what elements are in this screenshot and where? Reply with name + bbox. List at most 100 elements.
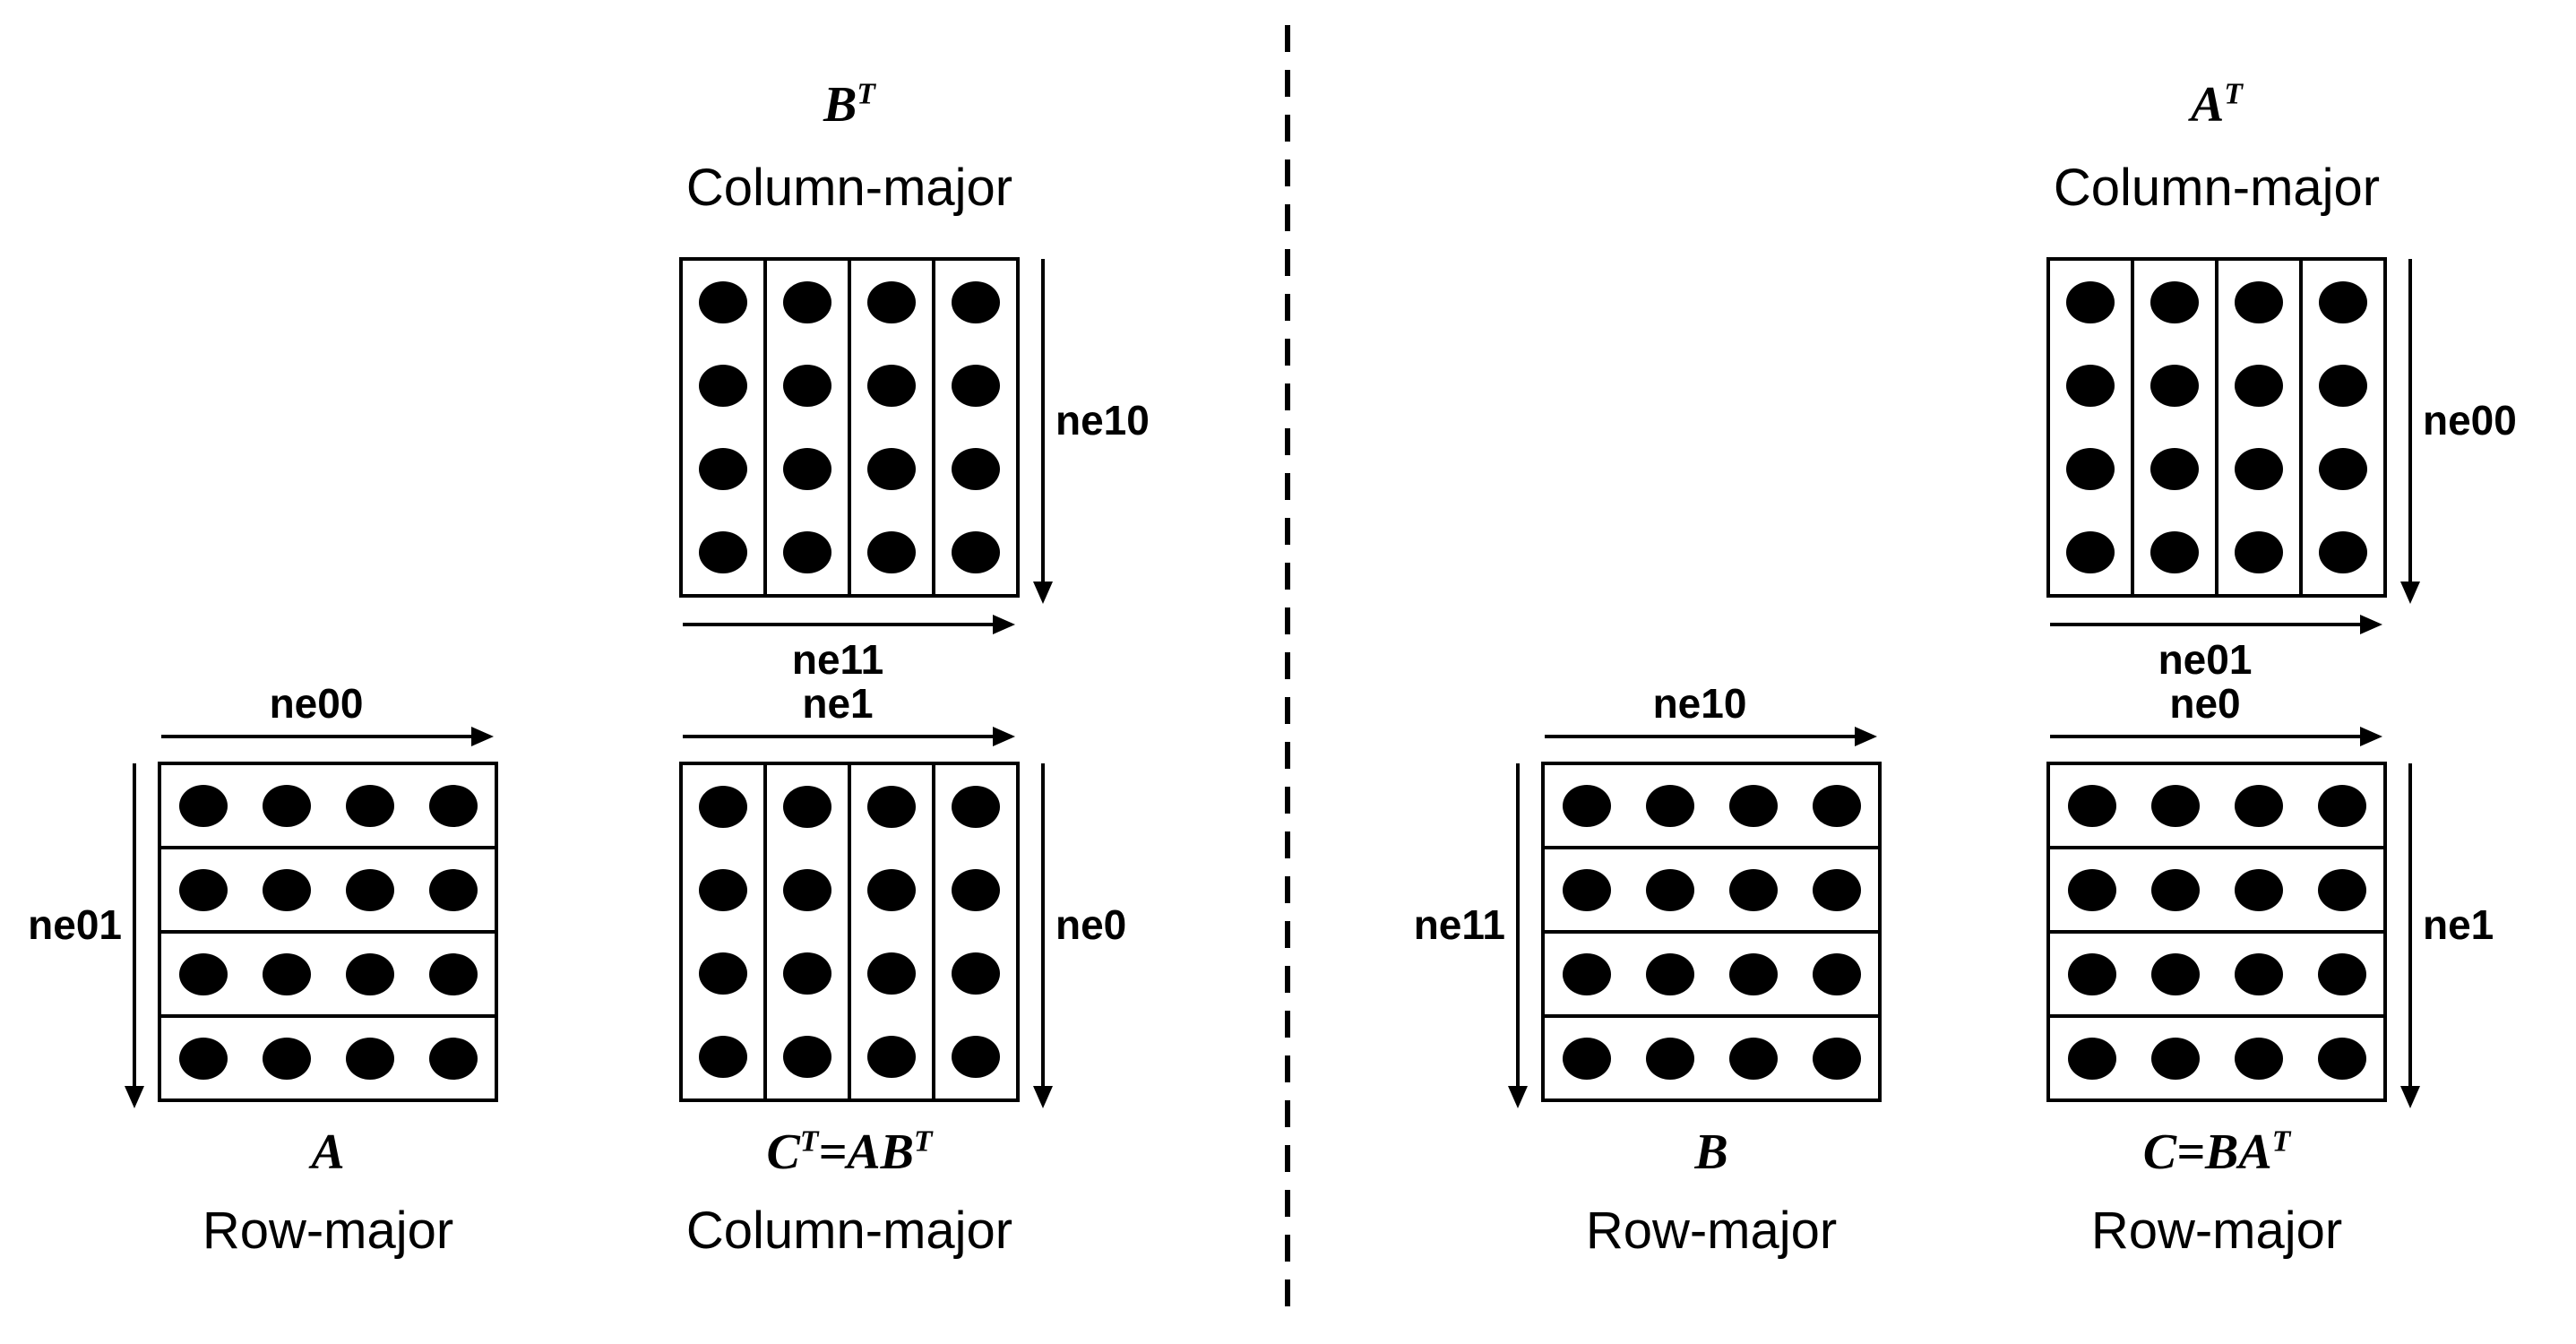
- matrix-element-dot: [867, 952, 916, 995]
- matrix-element-dot: [2066, 365, 2115, 407]
- matrix-element-dot: [2235, 448, 2283, 490]
- matrix-element-dot: [699, 281, 747, 323]
- matrix-element-dot: [952, 869, 1000, 911]
- matrix-element-dot: [428, 868, 478, 911]
- matrix-strip: [683, 261, 767, 594]
- matrix-element-dot: [428, 1037, 478, 1080]
- matrix-element-dot: [2150, 365, 2199, 407]
- matrix-element-dot: [2319, 448, 2367, 490]
- matrix-element-dot: [699, 869, 747, 911]
- matrix-name-sup: T: [913, 1124, 933, 1159]
- matrix-strip: [1545, 765, 1878, 849]
- matrix-name: A: [202, 1124, 453, 1181]
- matrix-element-dot: [1645, 952, 1694, 995]
- matrix-element-dot: [1562, 868, 1611, 911]
- matrix-element-dot: [2067, 1037, 2116, 1080]
- matrix-name: AT: [2054, 76, 2380, 134]
- matrix-element-dot: [428, 952, 478, 995]
- matrix-element-dot: [952, 281, 1000, 323]
- matrix-strip: [2303, 261, 2383, 594]
- matrix-layout-label: Row-major: [202, 1201, 454, 1260]
- matrix-title-b: B Row-major: [1586, 1124, 1837, 1259]
- matrix-title-c: C=BAT Row-major: [2090, 1124, 2343, 1260]
- matrix-element-dot: [2317, 1037, 2366, 1080]
- matrix-grid-c-transpose: [679, 762, 1020, 1102]
- matrix-element-dot: [428, 784, 478, 827]
- matrix-name-sup: T: [799, 1124, 819, 1159]
- matrix-strip: [935, 765, 1016, 1098]
- matrix-element-dot: [783, 365, 831, 407]
- matrix-strip: [767, 261, 851, 594]
- matrix-element-dot: [1562, 784, 1611, 827]
- matrix-name-sup: T: [2271, 1124, 2291, 1159]
- matrix-strip: [2050, 765, 2383, 849]
- dim-arrow-ne01: ne01: [28, 763, 136, 1086]
- dim-arrow-ne00: ne00: [161, 683, 471, 738]
- matrix-element-dot: [867, 448, 916, 490]
- matrix-element-dot: [2317, 784, 2366, 827]
- matrix-name-part: A: [311, 1124, 345, 1180]
- matrix-element-dot: [1562, 952, 1611, 995]
- matrix-element-dot: [783, 1036, 831, 1078]
- matrix-strip: [935, 261, 1016, 594]
- matrix-element-dot: [699, 952, 747, 995]
- dim-label-ne11: ne11: [1413, 901, 1505, 948]
- dim-label-ne0: ne0: [2169, 680, 2241, 727]
- matrix-unit-a-transpose: AT Column-major ne00 ne01: [2046, 77, 2517, 680]
- matrix-element-dot: [699, 448, 747, 490]
- matrix-strip: [2050, 261, 2134, 594]
- dim-label-ne00: ne00: [2423, 397, 2517, 444]
- matrix-element-dot: [2234, 784, 2283, 827]
- matrix-strip: [1545, 934, 1878, 1018]
- matrix-name: C=BAT: [2091, 1124, 2342, 1181]
- matrix-element-dot: [867, 365, 916, 407]
- matrix-element-dot: [2234, 868, 2283, 911]
- matrix-element-dot: [867, 531, 916, 573]
- matrix-title-a-transpose: AT Column-major: [2054, 76, 2380, 217]
- matrix-name-part: C: [766, 1124, 800, 1180]
- matrix-element-dot: [2150, 868, 2200, 911]
- matrix-element-dot: [783, 448, 831, 490]
- matrix-element-dot: [262, 868, 311, 911]
- matrix-element-dot: [1728, 1037, 1778, 1080]
- matrix-element-dot: [2150, 448, 2199, 490]
- matrix-strip: [1545, 849, 1878, 934]
- matrix-element-dot: [2150, 952, 2200, 995]
- matrix-element-dot: [699, 1036, 747, 1078]
- matrix-strip: [683, 765, 767, 1098]
- matrix-unit-b: ne10 ne11 B Row-major: [1414, 683, 1882, 1259]
- matrix-name: B: [1586, 1124, 1837, 1181]
- dim-label-ne01: ne01: [2158, 636, 2253, 683]
- matrix-element-dot: [867, 281, 916, 323]
- dim-label-ne01: ne01: [28, 901, 122, 948]
- matrix-layout-label: Row-major: [2090, 1201, 2343, 1260]
- matrix-grid-b: [1541, 762, 1882, 1102]
- matrix-strip: [161, 1018, 495, 1098]
- matrix-name-part: A: [2191, 76, 2225, 133]
- matrix-unit-a: ne00 ne01 A Row-major: [28, 683, 498, 1259]
- dim-arrow-ne11: ne11: [1414, 763, 1520, 1086]
- matrix-strip: [161, 849, 495, 934]
- dim-arrow-ne01: ne01: [2050, 623, 2360, 680]
- matrix-element-dot: [262, 784, 311, 827]
- matrix-element-dot: [2066, 531, 2115, 573]
- matrix-strip: [161, 934, 495, 1018]
- matrix-element-dot: [952, 448, 1000, 490]
- matrix-element-dot: [1645, 868, 1694, 911]
- matrix-layout-label: Column-major: [685, 1201, 1013, 1260]
- matrix-element-dot: [952, 365, 1000, 407]
- matrix-element-dot: [2150, 281, 2199, 323]
- matrix-grid-c: [2046, 762, 2387, 1102]
- matrix-strip: [161, 765, 495, 849]
- matrix-element-dot: [867, 869, 916, 911]
- dim-label-ne00: ne00: [269, 680, 364, 727]
- matrix-strip: [2050, 1018, 2383, 1098]
- matrix-name-part: =AB: [818, 1124, 914, 1180]
- matrix-name-part: C=BA: [2142, 1124, 2272, 1180]
- matrix-element-dot: [2066, 281, 2115, 323]
- matrix-element-dot: [783, 869, 831, 911]
- matrix-element-dot: [345, 784, 394, 827]
- matrix-element-dot: [345, 952, 394, 995]
- matrix-element-dot: [783, 531, 831, 573]
